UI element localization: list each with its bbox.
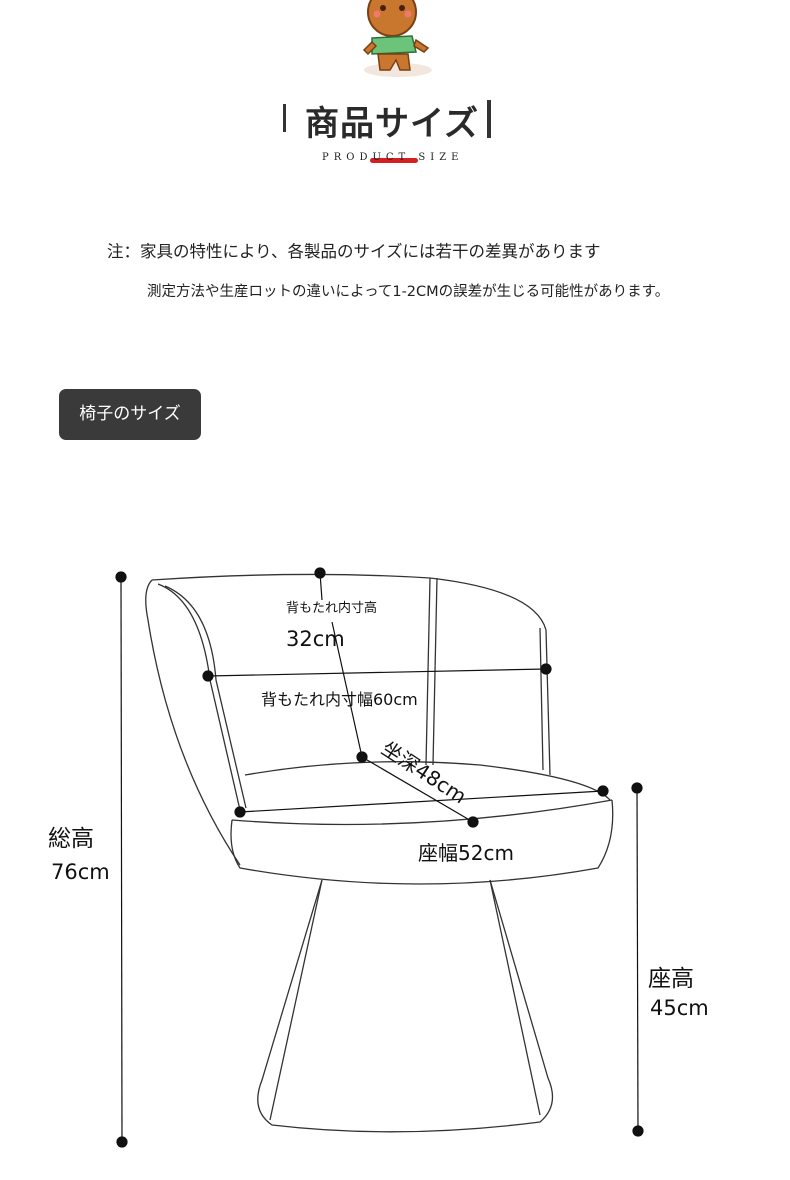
page-title: 商品サイズ — [305, 104, 479, 144]
chair-outline — [145, 573, 614, 1133]
total-height-label: 総高 — [48, 826, 94, 852]
page-subtitle: PRODUCT SIZE — [322, 152, 464, 163]
title-bar-right — [487, 100, 491, 138]
total-height-value: 76cm — [51, 860, 110, 884]
dimension-lines — [115, 567, 644, 1148]
seat-width-label: 座幅52cm — [418, 841, 514, 865]
mascot-character-icon — [362, 0, 432, 77]
back-width-label: 背もたれ内寸幅60cm — [261, 690, 418, 709]
seat-height-label: 座高 — [648, 966, 694, 992]
seat-height-value: 45cm — [650, 996, 709, 1020]
back-height-label: 背もたれ内寸高 — [286, 600, 377, 616]
section-tag: 椅子のサイズ — [59, 389, 201, 440]
title-bar-left — [283, 104, 286, 132]
note-line-1: 注：家具の特性により、各製品のサイズには若干の差異があります — [107, 242, 601, 261]
note-line-2: 測定方法や生産ロットの違いによって1-2CMの誤差が生じる可能性があります。 — [147, 284, 670, 300]
seat-depth-label: 坐深48cm — [377, 736, 471, 808]
accent-underline — [370, 158, 418, 163]
back-height-value: 32cm — [286, 627, 345, 651]
